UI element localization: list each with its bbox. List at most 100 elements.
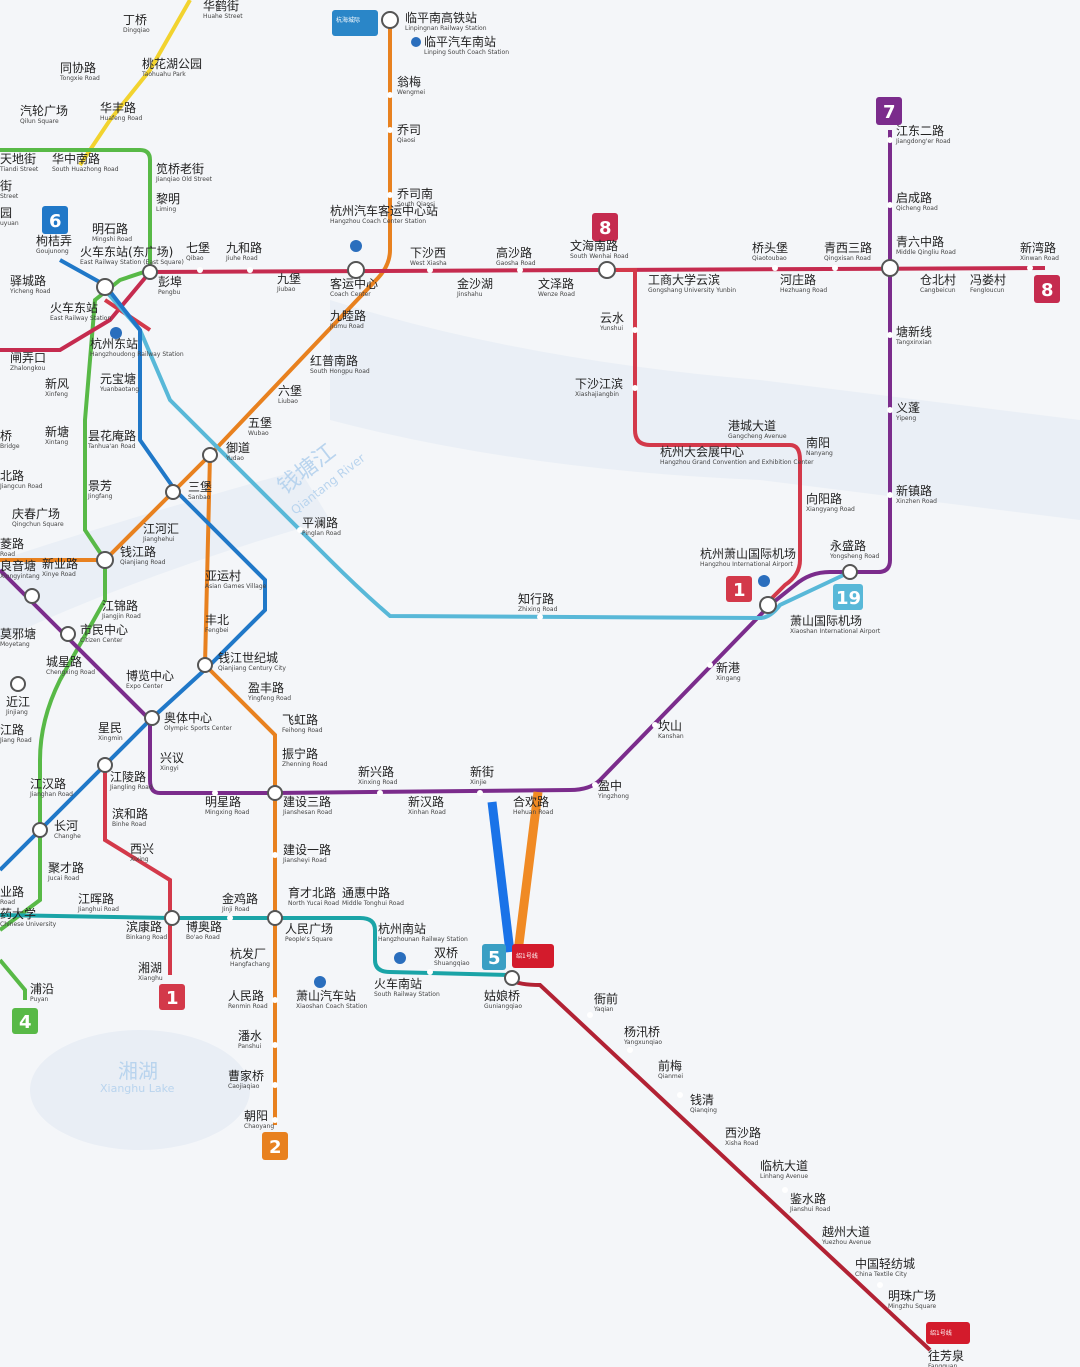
station-yudao[interactable] xyxy=(202,447,218,463)
station-label-fengbei: 丰北 xyxy=(205,613,229,627)
station-label-en-yuezhou: Yuezhou Avenue xyxy=(821,1239,871,1246)
station-label-en-sanbao: Sanbao xyxy=(188,494,211,501)
station-label-en-xixing: Xixing xyxy=(130,856,149,863)
station-coach-center[interactable] xyxy=(347,261,365,279)
station-changhe[interactable] xyxy=(32,822,48,838)
badge-line2: 2 xyxy=(269,1137,282,1158)
station-label-binkang: 滨康路 xyxy=(126,919,162,934)
station-east-rail[interactable] xyxy=(96,278,114,296)
station-label-coach-center: 客运中心 xyxy=(330,276,378,291)
station-label-tongxie: 同协路 xyxy=(60,60,96,75)
station-label-en-jiuling: Jiumu Road xyxy=(329,323,364,330)
station-label-left-1: 桥 xyxy=(0,429,12,443)
station-label-en-hezhuang: Hezhuang Road xyxy=(780,287,827,294)
line-yellow xyxy=(78,0,192,167)
station-label-en-hz-south-box: Hangzhounan Railway Station xyxy=(378,936,468,943)
station-century[interactable] xyxy=(197,657,213,673)
station-label-nanyang: 南阳 xyxy=(806,435,830,450)
station-label-left-8: 业路 xyxy=(0,884,24,899)
station-label-puyan: 浦沿 xyxy=(30,982,54,996)
station-qingliuzhong[interactable] xyxy=(881,259,899,277)
station-pengbu[interactable] xyxy=(142,264,158,280)
station-label-century: 钱江世纪城 xyxy=(218,650,278,665)
station-sanbao[interactable] xyxy=(165,484,181,500)
station-label-left-6: 莫邪塘 xyxy=(0,626,36,641)
station-label-en-panshui: Panshui xyxy=(238,1043,262,1050)
station-label-en-left-8: Road xyxy=(0,899,15,906)
badge-line7: 7 xyxy=(883,102,896,123)
station-label-en-xinjie2: Xinjie xyxy=(470,779,487,786)
station-label-qianmei: 前梅 xyxy=(658,1058,682,1073)
line-8 xyxy=(0,266,1046,352)
station-label-huazhongnan: 华中南路 xyxy=(52,151,100,166)
badge-line4: 4 xyxy=(19,1012,32,1033)
station-label-en-qingchun: Qingchun Square xyxy=(12,521,64,528)
station-label-zhenning: 振宁路 xyxy=(282,746,318,761)
station-label-en-qiaosinan: South Qiaosi xyxy=(397,201,435,208)
station-label-hz-east-box: 杭州东站 xyxy=(90,336,138,351)
station-airport[interactable] xyxy=(759,596,777,614)
station-qianjiang[interactable] xyxy=(96,551,114,569)
station-label-guniang: 姑娘桥 xyxy=(484,988,520,1003)
station-guniang[interactable] xyxy=(504,970,520,986)
station-xinye[interactable] xyxy=(24,588,40,604)
station-label-en-xinwan: Xinwan Road xyxy=(1020,255,1059,262)
station-label-feihong: 飞虹路 xyxy=(282,712,318,727)
station-label-jiangling: 江陵路 xyxy=(110,769,146,784)
station-label-en-airport: Xiaoshan International Airport xyxy=(790,628,881,635)
station-label-xinye: 新业路 xyxy=(42,556,78,571)
station-olympic[interactable] xyxy=(144,710,160,726)
station-label-expo: 杭州大会展中心 xyxy=(660,444,744,459)
station-label-en-wubao: Wubao xyxy=(248,430,269,437)
station-label-tonghui: 通惠中路 xyxy=(342,885,390,900)
station-label-en-yongsheng: Yongsheng Road xyxy=(829,553,880,560)
station-label-qianjiang: 钱江路 xyxy=(120,544,156,559)
station-people[interactable] xyxy=(267,910,283,926)
station-label-qingliuzhong: 青六中路 xyxy=(896,234,944,249)
station-label-xintang: 新塘 xyxy=(45,424,69,439)
line-4 xyxy=(0,148,152,1000)
station-label-xingmin: 星民 xyxy=(98,721,122,735)
station-label-en-zhenning: Zhenning Road xyxy=(282,761,328,768)
station-label-en-binkang: Binkang Road xyxy=(126,934,167,941)
station-label-en-huahejie: Huahe Street xyxy=(203,13,243,20)
station-label-en-jiubao: Jiubao xyxy=(276,286,296,293)
station-label-dingqiao: 丁桥 xyxy=(123,13,147,27)
station-label-en-textile: China Textile City xyxy=(855,1271,907,1278)
station-label-yingfeng: 盈丰路 xyxy=(248,680,284,695)
station-label-en-yaqian: Yaqian xyxy=(593,1006,614,1013)
station-boao[interactable] xyxy=(164,910,180,926)
station-label-mingshi: 明石路 xyxy=(92,221,128,236)
station-label-en-qianmei: Qianmei xyxy=(658,1073,683,1080)
station-linping-rail[interactable] xyxy=(381,11,399,29)
station-label-hz-south-box: 杭州南站 xyxy=(378,921,426,936)
line-7 xyxy=(0,130,892,795)
xianghu-lake xyxy=(30,1030,250,1150)
station-label-en-caojiaqiao: Caojiaqiao xyxy=(228,1083,260,1090)
lake-name-zh: 湘湖 xyxy=(118,1059,158,1083)
station-label-en-xingmin: Xingmin xyxy=(98,735,123,742)
station-label-jianqiao: 笕桥老街 xyxy=(156,161,204,176)
station-label-taohuahu: 桃花湖公园 xyxy=(142,56,202,71)
station-label-east-rail: 火车东站 xyxy=(50,300,98,315)
station-label-xianghu: 湘湖 xyxy=(138,960,162,975)
station-label-en-honghunan: South Hongpu Road xyxy=(310,368,370,375)
station-wenhainan[interactable] xyxy=(598,261,616,279)
station-label-yongsheng: 永盛路 xyxy=(830,538,866,553)
station-label-en-south-rail: South Railway Station xyxy=(374,991,440,998)
station-label-en-qingxisan: Qingxisan Road xyxy=(824,255,871,262)
station-label-en-left-5: Xiongyintang xyxy=(0,573,40,580)
station-jinjiang[interactable] xyxy=(10,676,26,692)
station-label-en-yayuncun: Asian Games Village xyxy=(205,583,267,590)
station-label-yucai: 育才北路 xyxy=(288,885,336,900)
station-shimin[interactable] xyxy=(60,626,76,642)
station-label-qiaosinan: 乔司南 xyxy=(397,186,433,201)
station-yongsheng[interactable] xyxy=(842,564,858,580)
station-xingmin[interactable] xyxy=(97,757,113,773)
station-label-en-chengxing: Chengxing Road xyxy=(46,669,95,676)
station-jiansheSan[interactable] xyxy=(267,785,283,801)
station-label-en-left-1: Bridge xyxy=(0,443,20,450)
station-label-en-shimin: Citizen Center xyxy=(80,637,123,644)
station-label-en-hecun: Hehuan Road xyxy=(513,809,553,816)
station-label-xinwan: 新湾路 xyxy=(1020,240,1056,255)
